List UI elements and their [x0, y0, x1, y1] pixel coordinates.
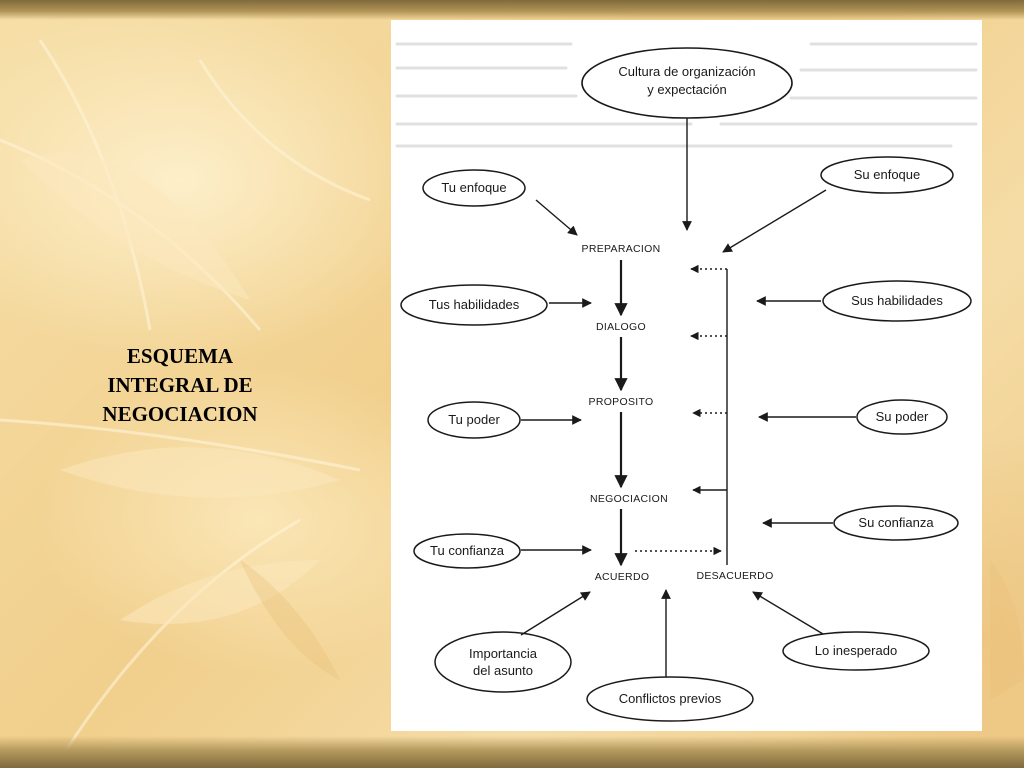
arrow-su-enfoque: [722, 189, 827, 253]
node-su-enfoque: Su enfoque: [820, 156, 954, 194]
node-cultura: Cultura de organización y expectación: [581, 47, 793, 119]
stage-dialogo: DIALOGO: [596, 321, 646, 333]
svg-text:Su confianza: Su confianza: [858, 515, 934, 530]
svg-text:Sus habilidades: Sus habilidades: [851, 293, 943, 308]
stage-desacuerdo: DESACUERDO: [696, 570, 773, 582]
node-su-confianza: Su confianza: [833, 505, 959, 541]
node-su-poder: Su poder: [856, 399, 948, 435]
svg-text:Conflictos previos: Conflictos previos: [619, 691, 722, 706]
svg-text:Lo inesperado: Lo inesperado: [815, 643, 897, 658]
svg-text:Tu enfoque: Tu enfoque: [441, 180, 506, 195]
node-tu-enfoque: Tu enfoque: [422, 169, 526, 207]
node-lo-inesperado: Lo inesperado: [782, 631, 930, 671]
svg-text:del asunto: del asunto: [473, 663, 533, 678]
svg-text:Su poder: Su poder: [876, 409, 929, 424]
diagram-canvas: Cultura de organización y expectación Tu…: [395, 42, 978, 722]
title-line-3: NEGOCIACION: [102, 402, 258, 426]
bottom-decorative-band: [0, 736, 1024, 768]
arrow-importancia: [520, 591, 591, 636]
arrow-tu-enfoque: [535, 199, 578, 236]
title-line-2: INTEGRAL DE: [107, 373, 253, 397]
arrow-inesperado: [752, 591, 824, 635]
node-sus-habilidades: Sus habilidades: [822, 280, 972, 322]
stage-preparacion: PREPARACION: [582, 243, 661, 255]
svg-text:Tu poder: Tu poder: [448, 412, 500, 427]
negotiation-diagram: Cultura de organización y expectación Tu…: [391, 20, 982, 731]
scan-bleed-through: [395, 42, 978, 148]
svg-text:Tus habilidades: Tus habilidades: [429, 297, 520, 312]
svg-text:Importancia: Importancia: [469, 646, 538, 661]
node-cultura-line1: Cultura de organización: [618, 64, 755, 79]
svg-text:Su enfoque: Su enfoque: [854, 167, 921, 182]
node-importancia-del-asunto: Importancia del asunto: [434, 631, 572, 693]
title-line-1: ESQUEMA: [126, 344, 234, 368]
slide-title: ESQUEMA INTEGRAL DE NEGOCIACION: [60, 342, 300, 429]
node-tus-habilidades: Tus habilidades: [400, 284, 548, 326]
node-tu-poder: Tu poder: [427, 401, 521, 439]
node-conflictos-previos: Conflictos previos: [586, 676, 754, 722]
svg-text:Tu confianza: Tu confianza: [430, 543, 505, 558]
node-tu-confianza: Tu confianza: [413, 533, 521, 569]
diagram-arrows: [520, 118, 856, 677]
stage-proposito: PROPOSITO: [589, 396, 654, 408]
top-decorative-band: [0, 0, 1024, 20]
node-cultura-line2: y expectación: [647, 82, 727, 97]
stage-negociacion: NEGOCIACION: [590, 493, 668, 505]
stage-acuerdo: ACUERDO: [595, 571, 650, 583]
